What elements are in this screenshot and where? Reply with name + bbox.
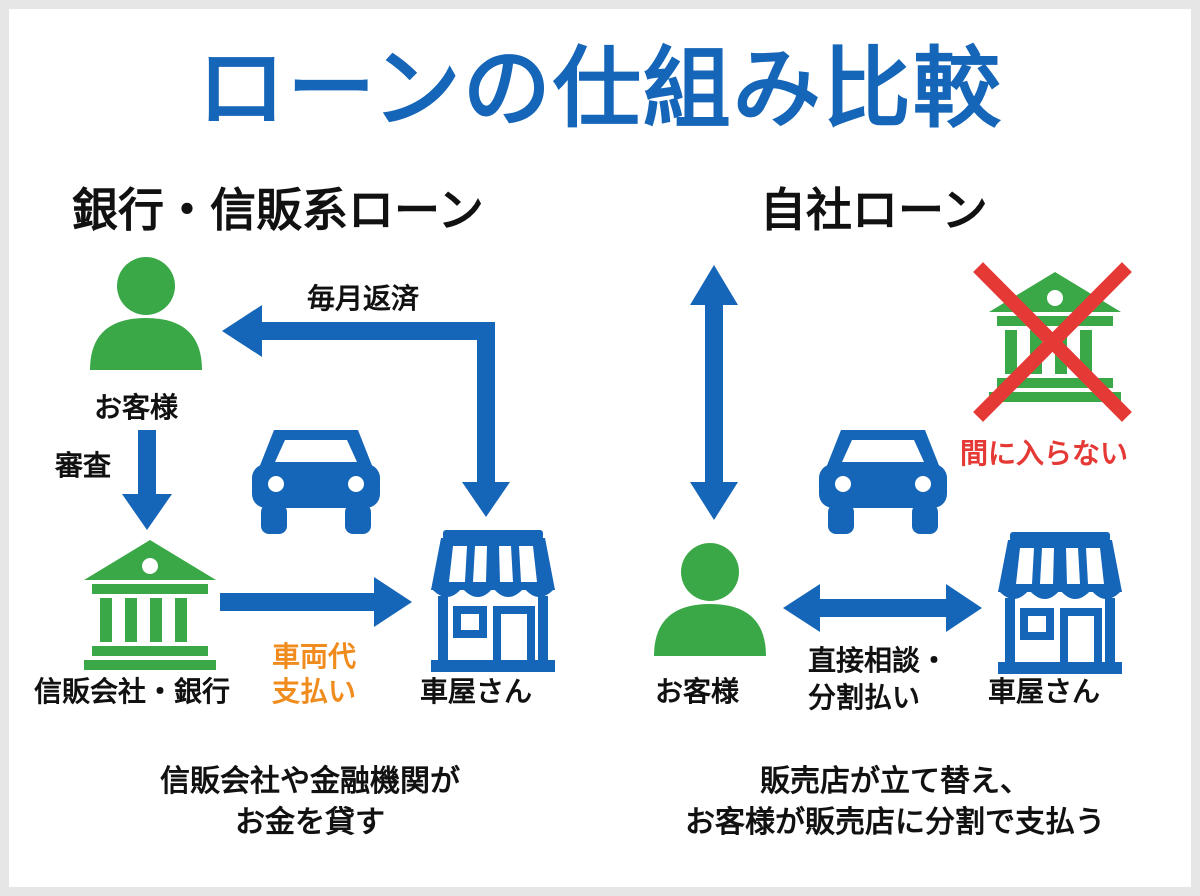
- bank-label: 信販会社・銀行: [34, 675, 231, 708]
- left-store-icon: [431, 530, 555, 672]
- payment-arrow-icon: [220, 577, 412, 627]
- right-heading: 自社ローン: [760, 183, 988, 237]
- no-bank-label: 間に入らない: [960, 437, 1129, 470]
- page-title: ローンの仕組み比較: [197, 37, 1003, 140]
- payment-label-line2: 支払い: [272, 675, 357, 708]
- left-dealer-label: 車屋さん: [420, 675, 533, 708]
- left-customer-person-icon: [90, 257, 202, 370]
- vertical-double-arrow-icon: [690, 265, 738, 520]
- left-car-icon: [252, 430, 380, 534]
- diagram-canvas: [9, 9, 1191, 887]
- direct-label-line2: 分割払い: [808, 681, 921, 714]
- right-customer-label: お客様: [655, 675, 740, 708]
- right-footer-line1: 販売店が立て替え、: [760, 764, 1030, 799]
- cross-icon: [973, 262, 1132, 422]
- repayment-label: 毎月返済: [307, 282, 420, 315]
- review-label: 審査: [55, 449, 112, 482]
- repayment-arrow-icon: [222, 305, 510, 517]
- direct-label-line1: 直接相談・: [808, 644, 949, 677]
- left-bank-icon: [84, 540, 216, 670]
- left-footer-line1: 信販会社や金融機関が: [160, 764, 460, 799]
- right-store-icon: [998, 532, 1122, 674]
- left-heading: 銀行・信販系ローン: [72, 183, 484, 237]
- left-customer-label: お客様: [94, 391, 179, 424]
- left-footer-line2: お金を貸す: [235, 805, 385, 840]
- right-car-icon: [819, 430, 947, 534]
- right-customer-person-icon: [654, 543, 766, 656]
- review-arrow-icon: [122, 430, 172, 530]
- payment-label-line1: 車両代: [272, 640, 357, 673]
- right-dealer-label: 車屋さん: [988, 675, 1101, 708]
- direct-double-arrow-icon: [783, 584, 982, 632]
- right-footer-line2: お客様が販売店に分割で支払う: [685, 805, 1105, 840]
